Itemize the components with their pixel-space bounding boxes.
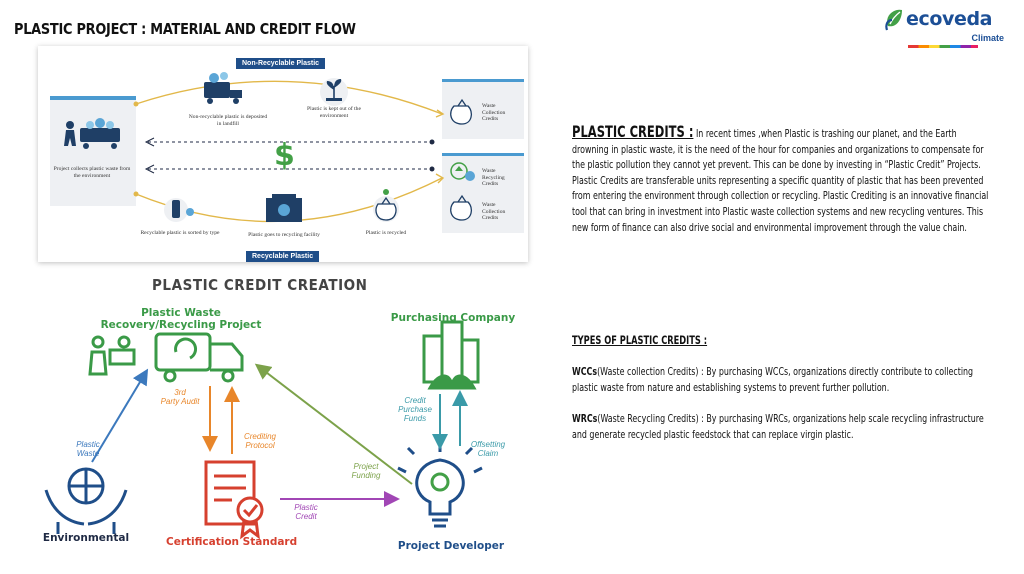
plastic-waste-edge-label: Plastic Waste: [68, 440, 108, 458]
plastic-waste-edge-line1: Plastic: [76, 440, 100, 449]
credit-purchase-edge-label: Credit Purchase Funds: [392, 396, 438, 424]
crediting-edge-line1: Crediting: [243, 432, 276, 441]
dump-truck-icon: [204, 72, 242, 104]
waste-bag-icon-2: [450, 194, 473, 221]
facility-caption: Plastic goes to recycling facility: [248, 232, 320, 238]
certificate-icon: [204, 460, 264, 540]
wcc-term: WCCs: [572, 365, 598, 379]
person-cart-icon: [64, 118, 120, 149]
recycling-bag-icon: [450, 162, 475, 181]
types-heading: TYPES OF PLASTIC CREDITS :: [572, 333, 708, 347]
globe-hands-icon: [44, 467, 128, 534]
waste-recycling-credits-label: Waste Recycling Credits: [482, 168, 505, 188]
offsetting-edge-line2: Claim: [477, 449, 499, 459]
wrc-description: (Waste Recycling Credits) : By purchasin…: [572, 411, 984, 441]
audit-edge-line1: 3rd: [174, 388, 186, 397]
edge-plastic-waste: [91, 368, 149, 463]
project-node-label: Plastic Waste Recovery/Recycling Project: [88, 307, 274, 331]
credit-purchase-edge-line1: Credit: [404, 396, 426, 405]
flow-diagram-graphics: [50, 72, 524, 233]
ecoveda-logo: ecoveda Climate: [884, 4, 1010, 48]
plastic-credits-heading: PLASTIC CREDITS :: [572, 122, 694, 141]
logo-wordmark: ecoveda: [906, 8, 993, 30]
recycled-bag-icon: [373, 189, 399, 222]
dollar-sign: $: [274, 138, 295, 173]
edge-project-funding: [254, 363, 413, 485]
funding-edge-line2: Funding: [351, 471, 381, 481]
recyclable-tag: Recyclable Plastic: [246, 251, 320, 262]
purchasing-company-label: Purchasing Company: [390, 312, 516, 324]
crediting-edge-label: Crediting Protocol: [236, 432, 284, 450]
creation-title: PLASTIC CREDIT CREATION: [152, 276, 368, 294]
types-of-credits-text: TYPES OF PLASTIC CREDITS : WCCs(Waste co…: [572, 333, 990, 458]
material-credit-flow-panel: Non-Recyclable Plastic Recyclable Plasti…: [38, 46, 528, 262]
recycling-facility-icon: [266, 194, 302, 222]
non-recyclable-tag: Non-Recyclable Plastic: [236, 58, 326, 69]
plastic-waste-edge-line2: Waste: [76, 449, 100, 459]
plant-sprout-icon: [320, 78, 348, 106]
office-buildings-icon: [422, 320, 480, 390]
environmental-label: Environmental: [42, 532, 130, 544]
plastic-credit-edge-line2: Credit: [295, 512, 317, 522]
landfill-caption: Non-recyclable plastic is deposited in l…: [188, 114, 268, 127]
credit-creation-diagram: [44, 320, 483, 540]
waste-collection-credits-label-2: Waste Collection Credits: [482, 202, 506, 222]
audit-edge-line2: Party Audit: [160, 397, 200, 407]
logo-color-bar: [908, 45, 978, 48]
crediting-edge-line2: Protocol: [245, 441, 275, 451]
recycling-credits-box: [442, 153, 524, 233]
sorted-caption: Recyclable plastic is sorted by type: [140, 230, 220, 236]
slide-title: PLASTIC PROJECT : MATERIAL AND CREDIT FL…: [14, 20, 356, 38]
plastic-credits-para1: In recent times ,when Plastic is trashin…: [572, 127, 984, 172]
project-node-line1: Plastic Waste: [141, 307, 221, 319]
project-box: [50, 96, 136, 206]
funding-edge-label: Project Funding: [344, 462, 388, 480]
offsetting-edge-line1: Offsetting: [470, 440, 506, 449]
credit-purchase-edge-line2: Purchase: [398, 405, 432, 415]
project-caption: Project collects plastic waste from the …: [53, 166, 131, 179]
project-node-line2: Recovery/Recycling Project: [100, 319, 262, 331]
certification-standard-label: Certification Standard: [166, 536, 298, 548]
plastic-credits-para2: Plastic Credits are transferable units r…: [572, 173, 989, 234]
kept-out-caption: Plastic is kept out of the environment: [307, 106, 361, 119]
plastic-credit-edge-label: Plastic Credit: [286, 503, 326, 521]
plastic-credits-text: PLASTIC CREDITS : In recent times ,when …: [572, 124, 990, 235]
waste-bag-icon: [450, 98, 473, 125]
funding-edge-line1: Project: [353, 462, 379, 471]
plastic-credit-edge-line1: Plastic: [294, 503, 318, 512]
bottle-sorting-icon: [164, 198, 194, 222]
wrc-term: WRCs: [572, 411, 598, 425]
recycled-caption: Plastic is recycled: [365, 230, 407, 236]
top-arc: [135, 80, 443, 115]
waste-collection-credits-label: Waste Collection Credits: [482, 103, 506, 123]
credit-purchase-edge-line3: Funds: [403, 414, 427, 424]
leaf-e-icon: [885, 9, 902, 31]
offsetting-edge-label: Offsetting Claim: [464, 440, 512, 458]
recycling-truck-icon: [88, 332, 244, 383]
wcc-description: (Waste collection Credits) : By purchasi…: [572, 365, 974, 394]
logo-subtitle: Climate: [971, 33, 1004, 43]
project-developer-label: Project Developer: [397, 540, 505, 552]
audit-edge-label: 3rd Party Audit: [150, 388, 210, 406]
